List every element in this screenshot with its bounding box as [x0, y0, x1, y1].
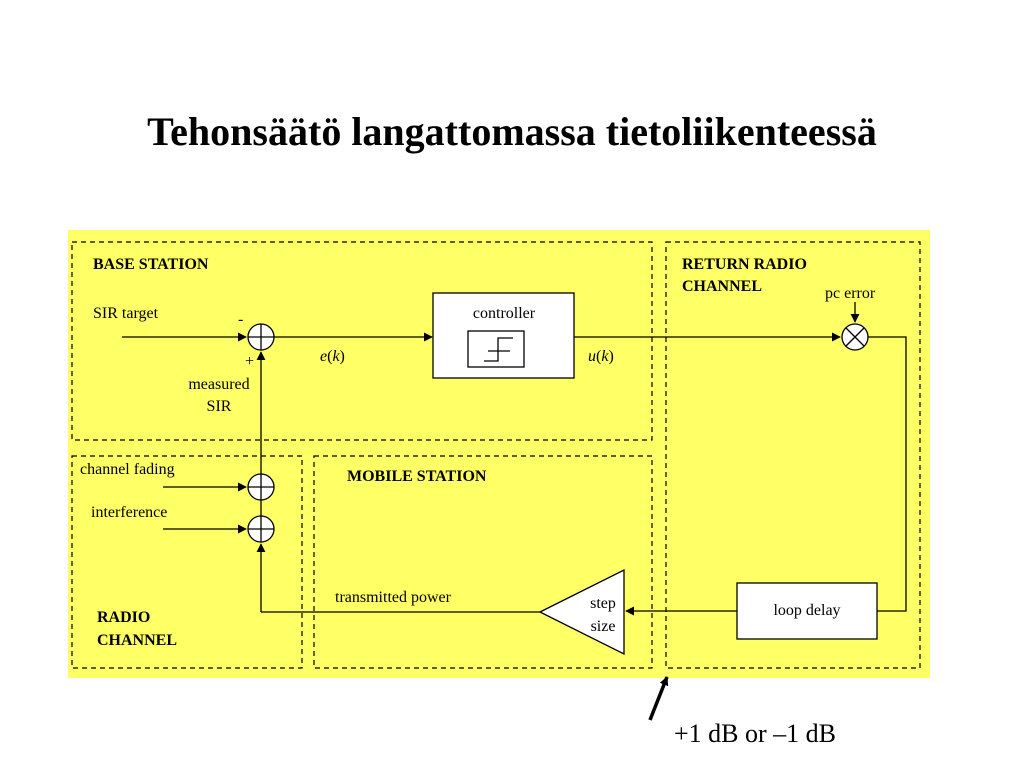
- base-station-region: [71, 241, 653, 441]
- return-line: [868, 336, 907, 612]
- mobile-station-region: [313, 455, 653, 669]
- step-size-block: [538, 568, 625, 656]
- sum-junction-interference: [247, 515, 275, 543]
- loop-delay-block: [736, 582, 878, 640]
- relay-icon: [467, 330, 525, 368]
- base-station-label: BASE STATION: [93, 256, 209, 273]
- transmitted-power-label: transmitted power: [335, 589, 452, 606]
- channel-fading-label: channel fading: [80, 461, 175, 478]
- step-size-label-2: size: [591, 618, 616, 635]
- loop-delay-label: loop delay: [773, 602, 840, 619]
- measured-sir-label-2: SIR: [207, 398, 232, 415]
- radio-channel-label-2: CHANNEL: [97, 632, 177, 649]
- step-size-label: step: [590, 595, 616, 612]
- sum-junction-sir: [247, 323, 275, 351]
- controller-label: controller: [473, 305, 536, 322]
- measured-sir-label: measured: [188, 376, 249, 393]
- radio-channel-label: RADIO: [97, 609, 150, 626]
- plus-sign: +: [245, 353, 254, 370]
- return-channel-label: RETURN RADIO: [682, 256, 807, 273]
- annotation-label: +1 dB or –1 dB: [674, 719, 836, 748]
- return-channel-region: [665, 241, 921, 669]
- error-signal-label: e(k): [320, 348, 345, 365]
- annotation-arrow: [648, 676, 669, 721]
- control-signal-label: u(k): [588, 348, 614, 365]
- multiplier-junction: [841, 323, 869, 351]
- mobile-station-label: MOBILE STATION: [347, 468, 487, 485]
- slide-title: Tehonsäätö langattomassa tietoliikentees…: [147, 109, 877, 154]
- interference-label: interference: [91, 504, 167, 521]
- sum-junction-fading: [247, 473, 275, 501]
- pc-error-label: pc error: [825, 285, 876, 302]
- radio-channel-region: [71, 455, 303, 669]
- return-channel-label-2: CHANNEL: [682, 278, 762, 295]
- minus-sign: -: [238, 311, 243, 328]
- sir-target-label: SIR target: [93, 305, 159, 322]
